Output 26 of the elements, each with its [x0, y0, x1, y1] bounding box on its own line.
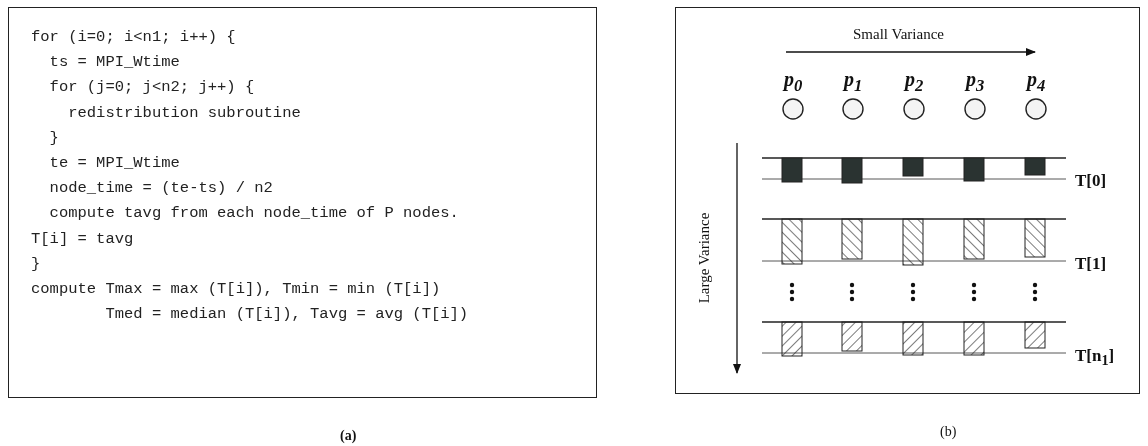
row-label: T[0]: [1075, 171, 1107, 191]
code-line: compute tavg from each node_time of P nodes.: [48, 204, 459, 223]
process-label: p$_{2}$: [905, 68, 924, 96]
row-label: T[n$_{1}$]: [1075, 346, 1115, 370]
code-panel: [8, 7, 597, 398]
code-line: compute Tmax = max (T[i]), Tmin = min (T[i]): [31, 280, 441, 298]
code-line: ts = MPI_Wtime: [48, 53, 180, 72]
code-line: node_time = (te-ts) / n2: [48, 179, 273, 198]
process-label: p$_{0}$: [784, 68, 803, 96]
code-line: redistribution subroutine: [67, 103, 301, 122]
code-line: Tmed = median (T[i]), Tavg = avg (T[i]): [104, 305, 469, 324]
code-line: for (j=0; j<n2; j++) {: [48, 78, 255, 97]
code-line: for (i=0; i<n1; i++) {: [31, 28, 236, 46]
panel-label: (a): [340, 428, 357, 444]
code-line: T[i] = tavg: [31, 229, 134, 248]
row-label: T[1]: [1075, 254, 1107, 274]
panel-label: (b): [940, 424, 957, 440]
process-label: p$_{1}$: [844, 68, 863, 96]
process-label: p$_{3}$: [966, 68, 985, 96]
code-line: te = MPI_Wtime: [48, 154, 180, 172]
code-line: }: [31, 254, 41, 273]
axis-label: Small Variance: [853, 26, 944, 43]
diagram-panel: [675, 7, 1140, 394]
code-line: }: [48, 128, 59, 147]
axis-label: Large Variance: [695, 212, 713, 304]
process-label: p$_{4}$: [1027, 68, 1046, 96]
